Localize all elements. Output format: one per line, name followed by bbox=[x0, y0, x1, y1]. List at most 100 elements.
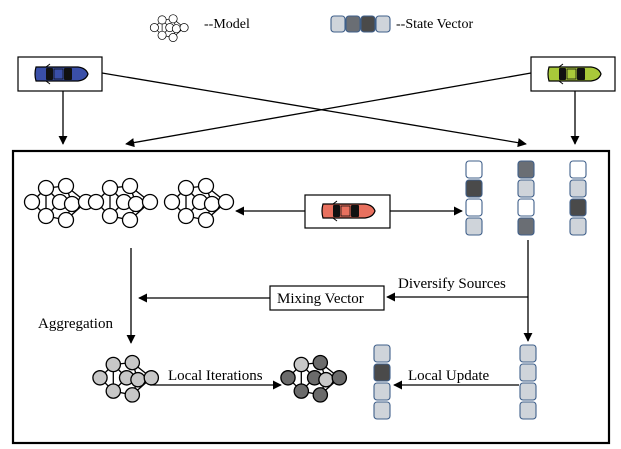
model-node bbox=[280, 370, 296, 386]
state-vector-cell bbox=[360, 15, 376, 33]
state-vector-cell bbox=[375, 15, 391, 33]
model-node bbox=[121, 177, 139, 195]
car-box-right bbox=[530, 56, 616, 92]
aggregation-label: Aggregation bbox=[38, 316, 113, 332]
state-vector-before-update bbox=[519, 344, 537, 420]
car-right-icon bbox=[547, 63, 602, 85]
state-vector-cell bbox=[517, 198, 535, 217]
model-node bbox=[293, 356, 310, 373]
state-vector-cell bbox=[373, 344, 391, 363]
state-vector-cell bbox=[519, 401, 537, 420]
state-vector-cell bbox=[373, 401, 391, 420]
state-vector-cell bbox=[373, 363, 391, 382]
model-node bbox=[149, 23, 159, 33]
model-node bbox=[105, 383, 122, 399]
state-vector-cell bbox=[569, 160, 587, 179]
model-node bbox=[37, 179, 55, 197]
car-center-icon bbox=[321, 200, 376, 222]
legend-model-label: --Model bbox=[204, 17, 250, 32]
top-connectors bbox=[58, 72, 580, 148]
mixing-vector-box bbox=[269, 285, 385, 311]
car-box-center bbox=[304, 194, 391, 229]
state-vector-cell bbox=[517, 217, 535, 236]
state-vector-cell bbox=[465, 217, 483, 236]
state-vector-cell bbox=[519, 344, 537, 363]
car-box-left bbox=[17, 56, 103, 92]
model-node bbox=[130, 371, 146, 388]
model-node bbox=[157, 30, 167, 40]
state-vector-cell bbox=[465, 179, 483, 198]
model-node bbox=[105, 356, 122, 373]
legend-model-icon bbox=[149, 14, 189, 42]
state-vector-cell bbox=[517, 160, 535, 179]
arrow-right-car-to-left bbox=[125, 72, 532, 148]
model-node bbox=[217, 193, 235, 211]
updated-model bbox=[280, 354, 348, 403]
model-node bbox=[179, 23, 189, 33]
model-node bbox=[101, 179, 119, 197]
model-node bbox=[121, 211, 139, 229]
model-node bbox=[57, 177, 75, 195]
client-model-2 bbox=[87, 177, 159, 229]
state-vector-cell bbox=[330, 15, 346, 33]
state-vector-cell bbox=[569, 217, 587, 236]
legend-state-vector-icon bbox=[330, 15, 391, 33]
legend: --Model --State Vector bbox=[149, 14, 473, 42]
state-vector-cell bbox=[519, 382, 537, 401]
arrow-left-car-to-right bbox=[101, 72, 527, 148]
model-node bbox=[318, 371, 334, 388]
model-node bbox=[23, 193, 41, 211]
diversify-sources-label: Diversify Sources bbox=[398, 276, 506, 292]
model-node bbox=[163, 193, 181, 211]
model-node bbox=[331, 370, 348, 386]
model-node bbox=[37, 207, 55, 225]
model-node bbox=[63, 195, 81, 213]
model-node bbox=[143, 370, 160, 386]
model-node bbox=[157, 15, 167, 25]
model-node bbox=[203, 195, 221, 213]
model-node bbox=[127, 195, 145, 213]
state-vector-cell bbox=[569, 179, 587, 198]
state-vector-cell bbox=[373, 382, 391, 401]
state-vector-cell bbox=[465, 160, 483, 179]
state-vector-cell bbox=[345, 15, 361, 33]
state-vector-cell bbox=[517, 179, 535, 198]
model-node bbox=[124, 387, 141, 403]
state-vector-3 bbox=[569, 160, 587, 236]
model-node bbox=[87, 193, 105, 211]
model-node bbox=[293, 383, 310, 399]
local-iterations-label: Local Iterations bbox=[168, 368, 263, 384]
state-vector-cell bbox=[519, 363, 537, 382]
client-model-3 bbox=[163, 177, 235, 229]
client-model-1 bbox=[23, 177, 95, 229]
car-left-icon bbox=[34, 63, 89, 85]
model-node bbox=[141, 193, 159, 211]
model-node bbox=[124, 354, 141, 371]
top-models-group bbox=[23, 177, 235, 229]
model-node bbox=[168, 33, 178, 42]
top-state-vectors bbox=[465, 160, 587, 236]
aggregated-model bbox=[92, 354, 160, 403]
bottom-state-vectors bbox=[373, 344, 537, 420]
legend-state-vector bbox=[330, 15, 391, 33]
state-vector-1 bbox=[465, 160, 483, 236]
model-node bbox=[197, 211, 215, 229]
state-vector-cell bbox=[465, 198, 483, 217]
model-node bbox=[57, 211, 75, 229]
main-frame bbox=[11, 149, 611, 445]
local-update-label: Local Update bbox=[408, 368, 490, 384]
model-node bbox=[177, 179, 195, 197]
model-node bbox=[101, 207, 119, 225]
model-node bbox=[177, 207, 195, 225]
state-vector-after-update bbox=[373, 344, 391, 420]
model-node bbox=[312, 354, 329, 371]
state-vector-cell bbox=[569, 198, 587, 217]
model-node bbox=[171, 24, 181, 34]
mixing-vector-label: Mixing Vector bbox=[277, 291, 364, 307]
model-node bbox=[168, 14, 178, 24]
model-node bbox=[197, 177, 215, 195]
legend-state-vector-label: --State Vector bbox=[396, 17, 473, 32]
model-node bbox=[92, 370, 108, 386]
state-vector-2 bbox=[517, 160, 535, 236]
